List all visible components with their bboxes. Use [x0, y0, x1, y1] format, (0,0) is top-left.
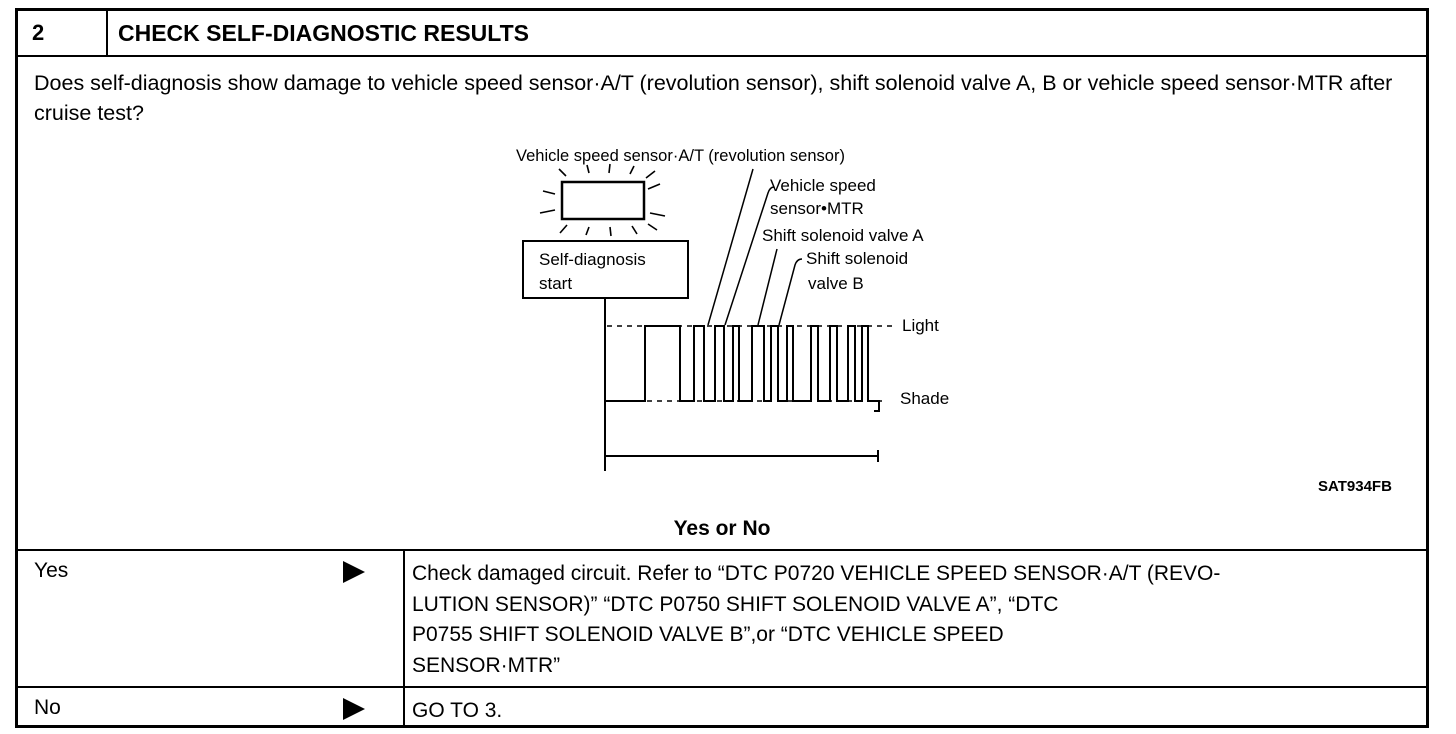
label-ssv-b-1: Shift solenoid — [806, 249, 908, 268]
lamp-rays-icon — [539, 163, 666, 237]
yes-or-no-prompt: Yes or No — [673, 517, 771, 540]
answer-row-no: No GO TO 3. — [18, 686, 1426, 728]
answer-label: No — [34, 696, 61, 719]
action-line: LUTION SENSOR)” “DTC P0750 SHIFT SOLENOI… — [412, 592, 1059, 616]
leader-lines — [707, 168, 803, 326]
label-ssv-b-2: valve B — [808, 274, 864, 293]
label-ssv-a: Shift solenoid valve A — [762, 226, 924, 245]
label-vss-at: Vehicle speed sensor·A/T (revolution sen… — [516, 147, 845, 165]
self-diagnosis-diagram: Self-diagnosis start Vehicle speed senso… — [516, 147, 949, 471]
label-shade: Shade — [900, 389, 949, 408]
answer-action: GO TO 3. — [412, 696, 1412, 727]
step-number: 2 — [18, 11, 108, 55]
diagnostic-step-table: 2 CHECK SELF-DIAGNOSTIC RESULTS Does sel… — [15, 8, 1429, 728]
label-start-1: Self-diagnosis — [539, 250, 646, 269]
answer-row-yes: Yes Check damaged circuit. Refer to “DTC… — [18, 549, 1426, 686]
answer-label: Yes — [34, 559, 69, 582]
action-line: Check damaged circuit. Refer to “DTC P07… — [412, 562, 1221, 585]
arrow-right-icon — [343, 561, 365, 583]
step-title: CHECK SELF-DIAGNOSTIC RESULTS — [118, 20, 530, 46]
label-light: Light — [902, 316, 939, 335]
answer-action: Check damaged circuit. Refer to “DTC P07… — [412, 559, 1412, 681]
step-header: 2 CHECK SELF-DIAGNOSTIC RESULTS — [18, 11, 1426, 57]
light-shade-reference-lines — [607, 325, 894, 402]
question-text: Does self-diagnosis show damage to vehic… — [34, 71, 1393, 125]
indicator-lamp-icon — [560, 180, 646, 221]
label-vss-mtr-1: Vehicle speed — [770, 176, 876, 195]
action-line: P0755 SHIFT SOLENOID VALVE B”,or “DTC VE… — [412, 623, 1004, 646]
label-vss-mtr-2: sensor•MTR — [770, 199, 864, 218]
label-start-2: start — [539, 274, 572, 293]
figure-reference-code: SAT934FB — [1318, 478, 1392, 495]
action-line: GO TO 3. — [412, 699, 503, 722]
self-diagnosis-waveform — [605, 325, 880, 412]
action-line: SENSOR·MTR” — [412, 653, 561, 677]
arrow-right-icon — [343, 698, 365, 720]
